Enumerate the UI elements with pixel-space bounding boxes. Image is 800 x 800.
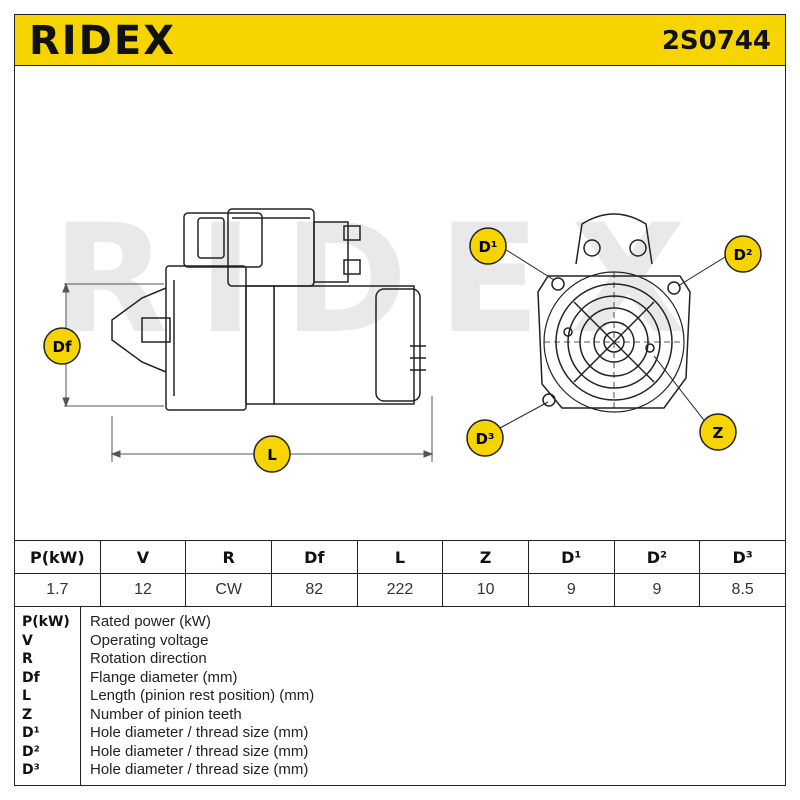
part-number: 2S0744: [661, 26, 771, 56]
spec-value: 9: [613, 573, 701, 607]
legend-symbol: D³: [22, 762, 40, 778]
legend-symbol: Df: [22, 669, 40, 686]
callout-d3-label: D³: [475, 430, 494, 448]
legend-description: Hole diameter / thread size (mm): [90, 761, 309, 778]
legend-symbol: D²: [22, 743, 40, 760]
spec-value: 8.5: [699, 573, 786, 607]
callout-leaders: [499, 245, 731, 429]
legend-description: Rotation direction: [90, 650, 207, 667]
callout-z-label: Z: [713, 424, 724, 442]
legend-symbol: L: [22, 688, 31, 704]
legend-description: Number of pinion teeth: [90, 705, 242, 723]
callout-z: Z: [699, 413, 737, 451]
starter-side-view: [111, 208, 426, 411]
legend-symbol: Z: [22, 706, 33, 723]
spec-header: D²: [613, 540, 701, 574]
spec-header: V: [99, 540, 187, 574]
callout-df-label: Df: [53, 338, 72, 356]
technical-drawing: RIDEX: [14, 66, 786, 540]
legend-description: Rated power (kW): [90, 613, 211, 630]
legend-description: Flange diameter (mm): [90, 668, 238, 686]
spec-header: D¹: [527, 540, 615, 574]
spec-header: Df: [270, 540, 358, 574]
callout-d1-label: D¹: [478, 238, 497, 256]
legend-description: Hole diameter / thread size (mm): [90, 724, 309, 741]
spec-value: 82: [270, 573, 358, 607]
spec-header: P(kW): [14, 540, 101, 574]
legend-divider: [80, 607, 81, 786]
legend-symbol: P(kW): [22, 614, 70, 630]
legend-symbol: R: [22, 651, 33, 667]
spec-table: P(kW) V R Df L Z D¹ D² D³ 1.7 12 CW 82 2…: [14, 540, 786, 607]
legend: P(kW) Rated power (kW) V Operating voltage…: [14, 607, 786, 786]
callout-df: Df: [43, 327, 81, 365]
callout-l-label: L: [267, 446, 277, 464]
legend-description: Hole diameter / thread size (mm): [90, 742, 309, 760]
callout-d1: D¹: [469, 227, 507, 265]
spec-header: Z: [442, 540, 529, 574]
watermark-text: RIDEX: [52, 193, 716, 367]
spec-header-row: P(kW) V R Df L Z D¹ D² D³: [14, 540, 786, 574]
header-bar: RIDEX 2S0744: [14, 14, 786, 66]
callout-d2-label: D²: [733, 246, 752, 264]
spec-value: CW: [185, 573, 272, 607]
starter-front-view: [537, 213, 691, 413]
legend-symbol: V: [22, 632, 33, 649]
spec-value: 9: [527, 573, 615, 607]
starter-drawing-svg: RIDEX: [43, 193, 762, 473]
legend-symbol: D¹: [22, 725, 40, 741]
brand-logo: RIDEX: [29, 18, 177, 64]
callout-d2: D²: [724, 235, 762, 273]
callout-d3: D³: [466, 419, 504, 457]
legend-description: Operating voltage: [90, 631, 209, 649]
spec-header: L: [356, 540, 444, 574]
spec-value: 1.7: [14, 573, 101, 607]
spec-value: 12: [99, 573, 187, 607]
callout-l: L: [253, 435, 291, 473]
spec-header: D³: [699, 540, 786, 574]
spec-value: 222: [356, 573, 444, 607]
spec-value-row: 1.7 12 CW 82 222 10 9 9 8.5: [14, 573, 786, 607]
spec-value: 10: [442, 573, 529, 607]
spec-header: R: [185, 540, 272, 574]
legend-description: Length (pinion rest position) (mm): [90, 687, 315, 704]
